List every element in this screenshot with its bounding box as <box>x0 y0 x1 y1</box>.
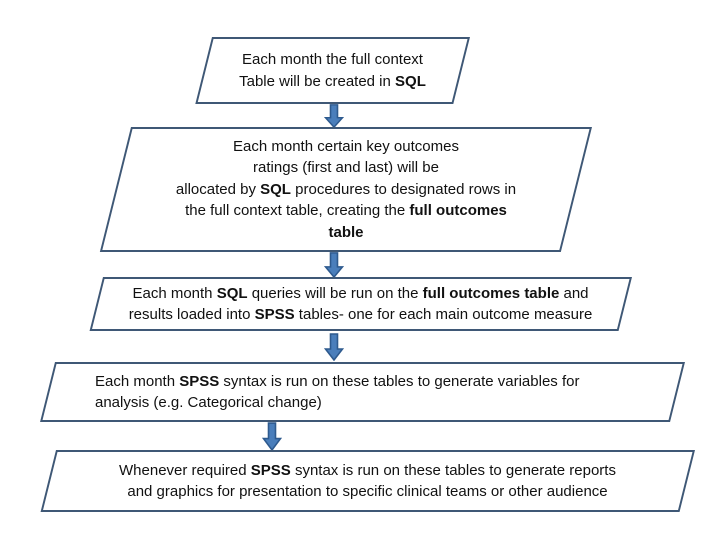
flow-step-4-text: Each month SPSS syntax is run on these t… <box>95 372 580 412</box>
flow-step-5-text: Whenever required SPSS syntax is run on … <box>119 461 616 501</box>
down-arrow-icon <box>324 252 344 278</box>
flow-step-3-text: Each month SQL queries will be run on th… <box>128 284 593 324</box>
down-arrow-icon <box>324 104 344 128</box>
down-arrow-icon <box>262 422 282 451</box>
down-arrow-icon <box>324 333 344 361</box>
